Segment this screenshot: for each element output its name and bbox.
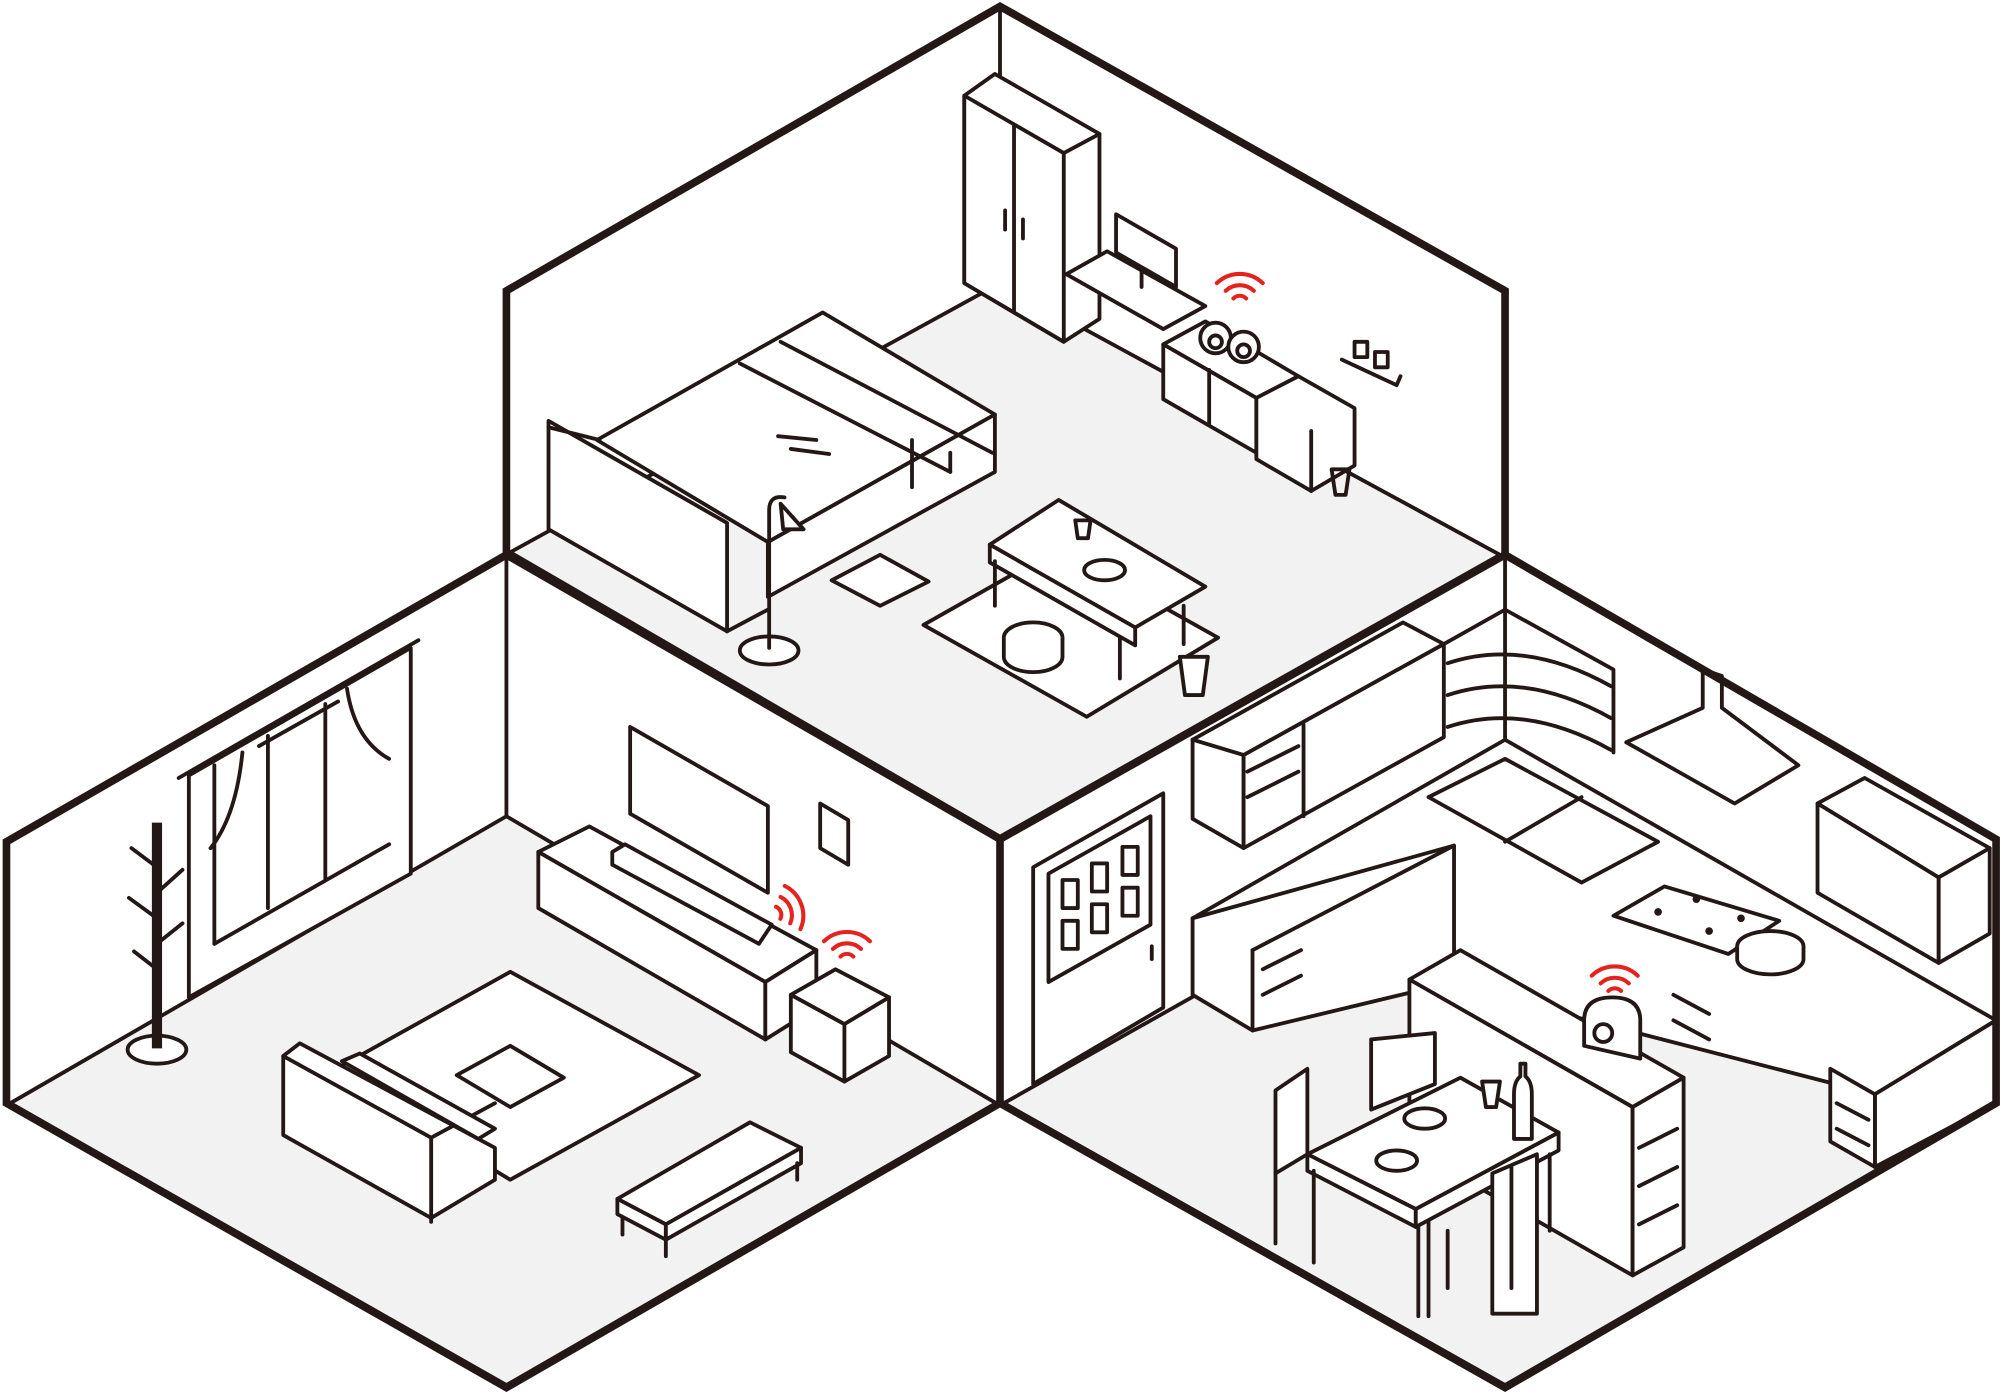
door [1031, 791, 1166, 1086]
wall-switch [818, 801, 851, 867]
wifi-signal-icon [1589, 964, 1640, 994]
wall-oven-cabinet [1815, 776, 1992, 965]
desk-with-monitor [1064, 212, 1208, 331]
radio-speaker [1582, 995, 1643, 1061]
wifi-signal-icon [821, 930, 872, 959]
bedroom [504, 4, 1507, 842]
dining-table-and-chairs [1273, 1031, 1561, 1319]
wardrobe [962, 72, 1102, 344]
floor-lamp [737, 495, 806, 667]
coat-rack [125, 822, 189, 1066]
smart-speaker-cube [788, 967, 891, 1084]
kitchen [998, 552, 1998, 1390]
rug-with-table [921, 498, 1221, 719]
wifi-signal-icon [774, 883, 806, 932]
wifi-signal-icon [1214, 271, 1265, 301]
cabinet-with-speakers [1161, 319, 1357, 497]
sofa [281, 1041, 497, 1224]
living-room [4, 552, 1002, 1390]
upper-cabinets [1190, 607, 1616, 851]
bed [546, 310, 997, 634]
counter-with-sink [1190, 737, 1998, 1169]
wall-shelf [1339, 339, 1403, 388]
window-with-curtains [176, 638, 421, 1000]
floor-mat [829, 552, 931, 608]
bench [615, 1120, 803, 1259]
